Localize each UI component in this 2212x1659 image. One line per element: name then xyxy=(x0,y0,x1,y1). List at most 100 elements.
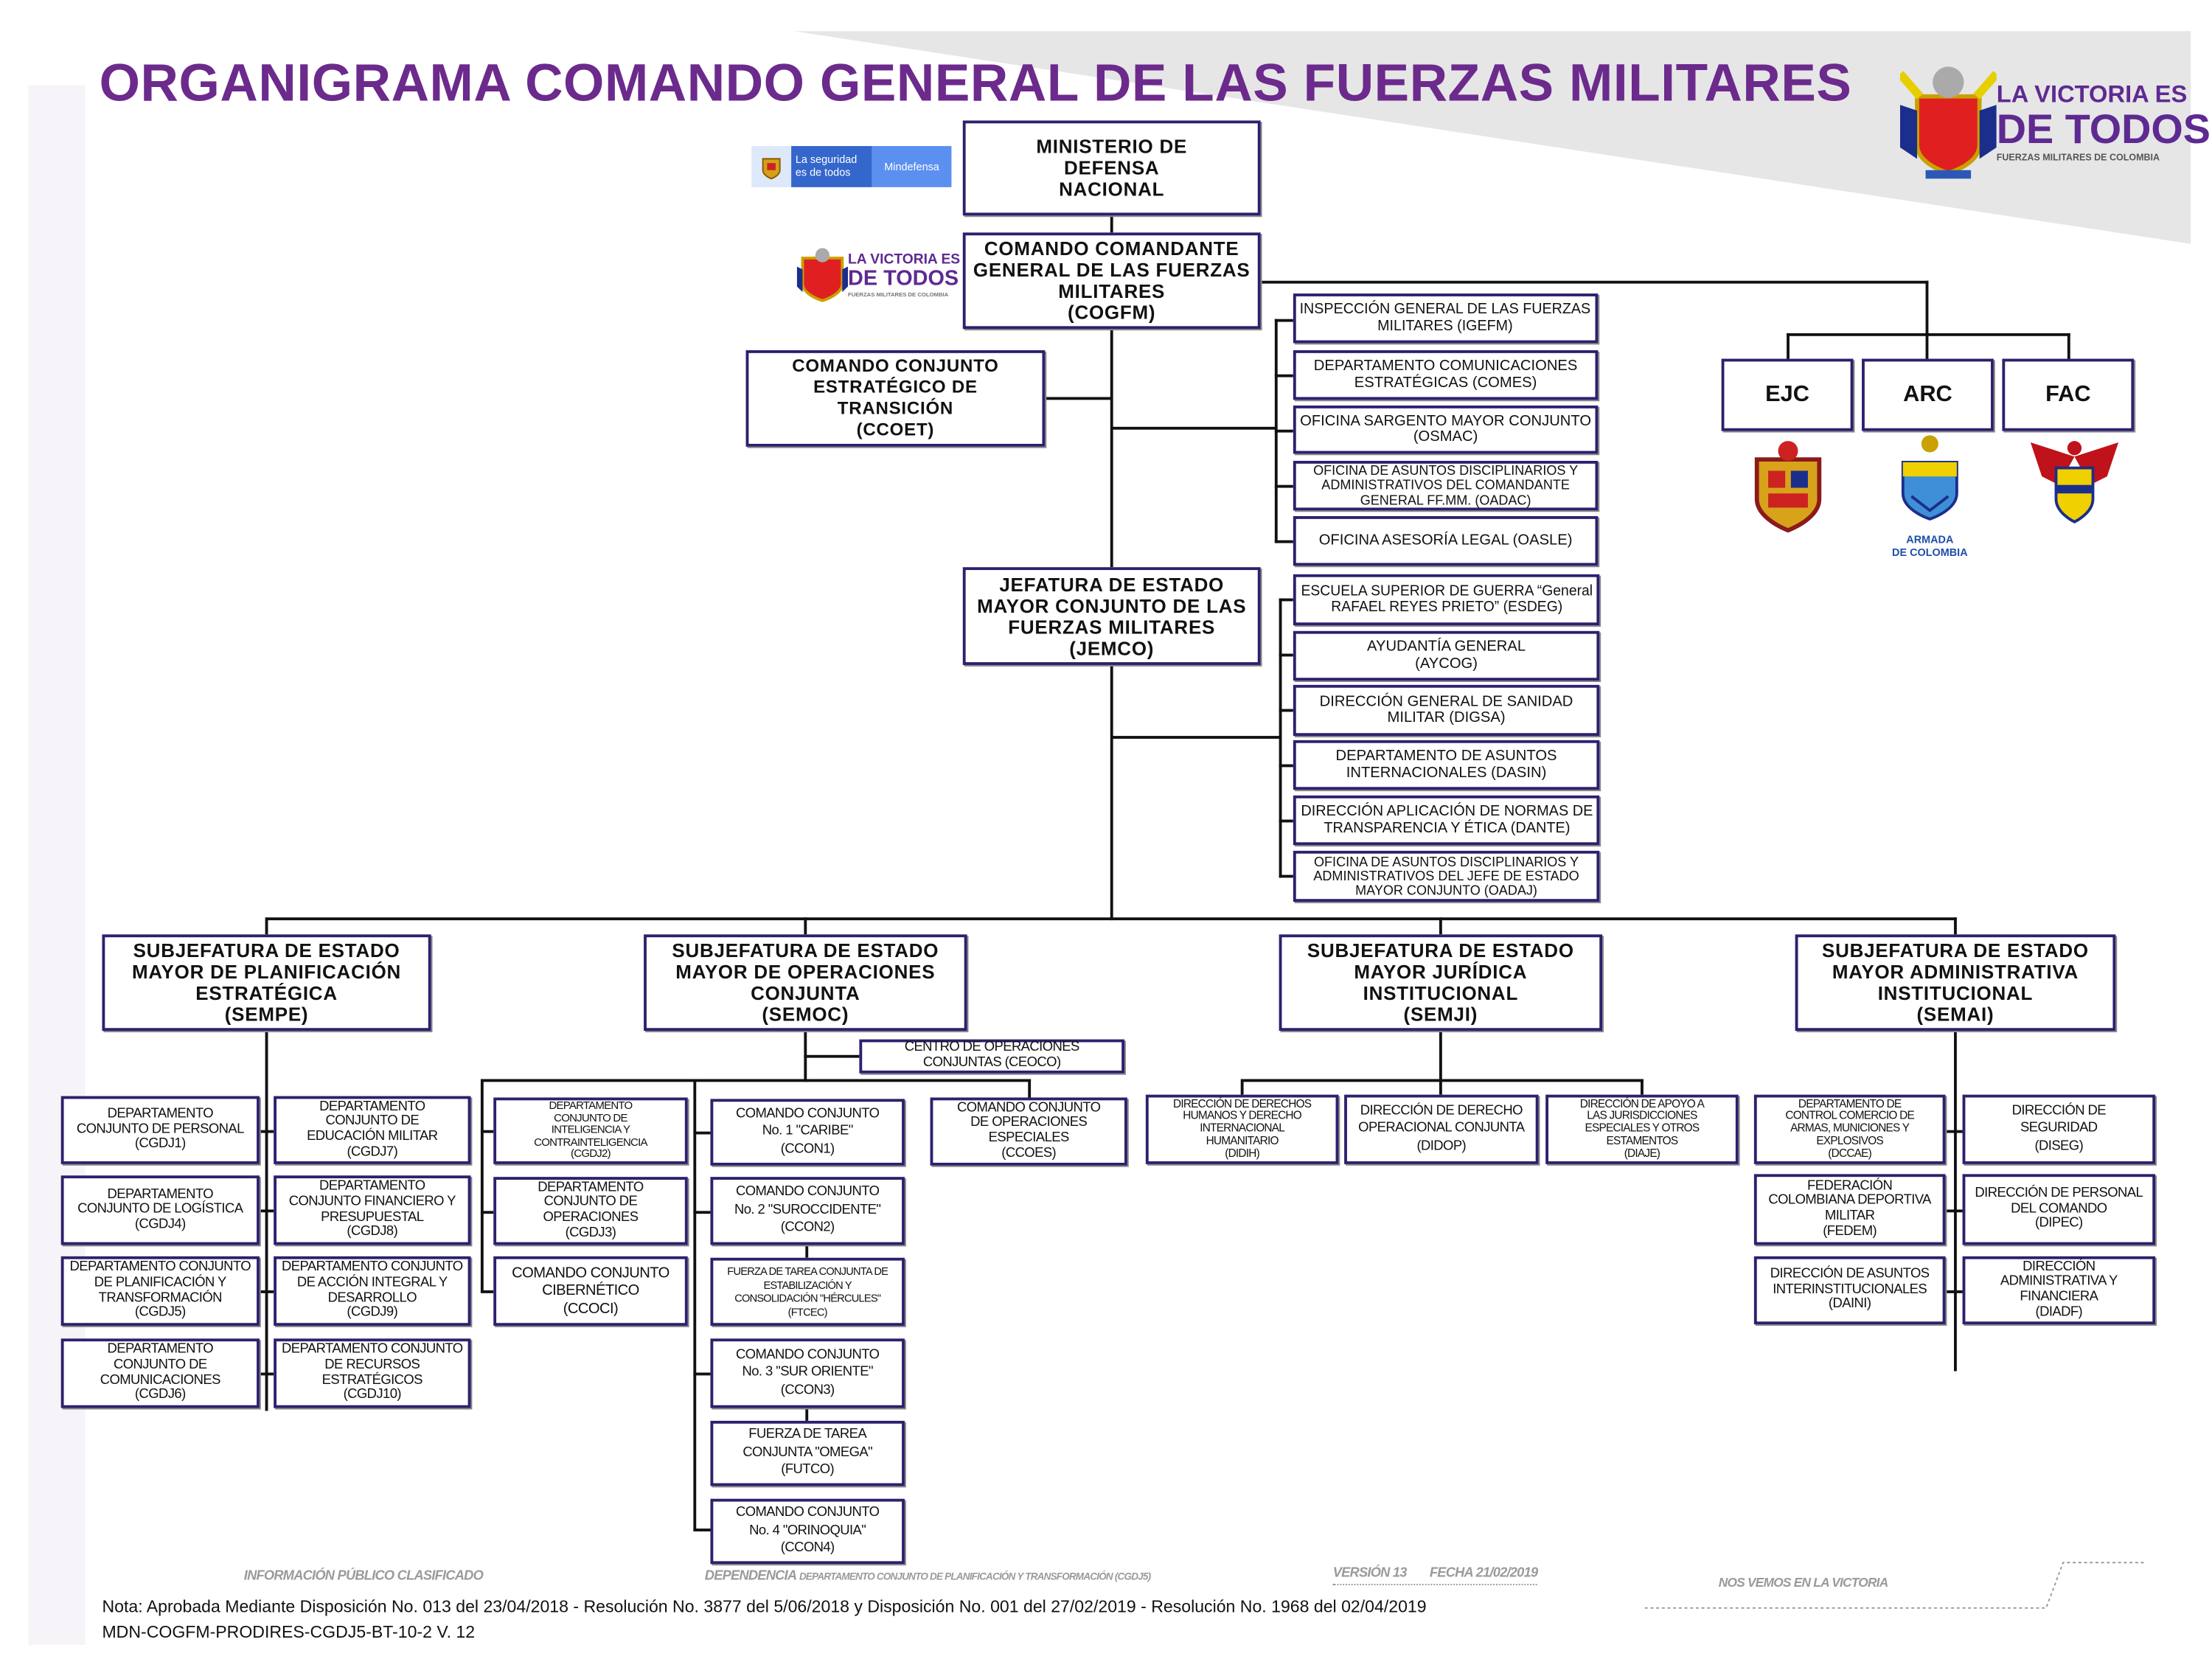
box-didih: DIRECCIÓN DE DERECHOS HUMANOS Y DERECHO … xyxy=(1145,1094,1339,1164)
box-cgdj1: DEPARTAMENTO CONJUNTO DE PERSONAL (CGDJ1… xyxy=(60,1096,260,1164)
box-label: DEPARTAMENTO CONJUNTO DE OPERACIONES (CG… xyxy=(538,1179,644,1240)
military-shield-icon xyxy=(1899,66,1997,179)
box-ccon2: COMANDO CONJUNTO No. 2 "SUROCCIDENTE" (C… xyxy=(710,1177,905,1245)
box-cgdj3: DEPARTAMENTO CONJUNTO DE OPERACIONES (CG… xyxy=(493,1177,688,1245)
box-cgdj9: DEPARTAMENTO CONJUNTO DE ACCIÓN INTEGRAL… xyxy=(274,1256,471,1326)
footer-version: VERSIÓN 13 xyxy=(1332,1565,1408,1582)
box-label: DEPARTAMENTO CONJUNTO FINANCIERO Y PRESU… xyxy=(288,1178,456,1239)
box-futco: FUERZA DE TAREA CONJUNTA "OMEGA" (FUTCO) xyxy=(710,1420,905,1486)
box-label: FEDERACIÓN COLOMBIANA DEPORTIVA MILITAR … xyxy=(1768,1178,1931,1239)
box-dccae: DEPARTAMENTO DE CONTROL COMERCIO DE ARMA… xyxy=(1753,1094,1946,1164)
box-label: COMANDO CONJUNTO ESTRATÉGICO DE TRANSICI… xyxy=(792,355,999,440)
box-label: SUBJEFATURA DE ESTADO MAYOR ADMINISTRATI… xyxy=(1822,940,2089,1026)
box-label: COMANDO CONJUNTO No. 3 "SUR ORIENTE" (CC… xyxy=(735,1346,880,1398)
logo-text: DE TODOS xyxy=(1996,107,2211,153)
box-label: COMANDO CONJUNTO DE OPERACIONES ESPECIAL… xyxy=(957,1099,1101,1161)
box-label: DEPARTAMENTO CONJUNTO DE COMUNICACIONES … xyxy=(100,1341,221,1403)
box-label: DEPARTAMENTO COMUNICACIONES ESTRATÉGICAS… xyxy=(1313,357,1578,391)
box-cgdj5: DEPARTAMENTO CONJUNTO DE PLANIFICACIÓN Y… xyxy=(60,1256,260,1326)
box-oasle: OFICINA ASESORÍA LEGAL (OASLE) xyxy=(1293,516,1599,566)
box-label: DIRECCIÓN DE DERECHO OPERACIONAL CONJUNT… xyxy=(1358,1102,1525,1154)
box-label: DEPARTAMENTO CONJUNTO DE PERSONAL (CGDJ1… xyxy=(76,1106,245,1152)
footer-version-date: VERSIÓN 13 FECHA 21/02/2019 xyxy=(1332,1565,1538,1586)
box-label: OFICINA ASESORÍA LEGAL (OASLE) xyxy=(1318,531,1573,549)
mindefensa-logo: La seguridad es de todos Mindefensa xyxy=(751,146,952,187)
box-label: MINISTERIO DE DEFENSA NACIONAL xyxy=(1036,136,1188,201)
box-oadac: OFICINA DE ASUNTOS DISCIPLINARIOS Y ADMI… xyxy=(1293,461,1599,511)
box-label: EJC xyxy=(1765,382,1809,406)
box-label: AYUDANTÍA GENERAL (AYCOG) xyxy=(1367,638,1526,672)
box-label: SUBJEFATURA DE ESTADO MAYOR DE OPERACION… xyxy=(672,940,939,1026)
box-ccon3: COMANDO CONJUNTO No. 3 "SUR ORIENTE" (CC… xyxy=(710,1338,905,1408)
box-diaje: DIRECCIÓN DE APOYO A LAS JURISDICCIONES … xyxy=(1545,1094,1739,1164)
footer-dependencia-label: DEPENDENCIA xyxy=(704,1568,797,1585)
box-semji: SUBJEFATURA DE ESTADO MAYOR JURÍDICA INS… xyxy=(1279,934,1603,1032)
box-daini: DIRECCIÓN DE ASUNTOS INTERINSTITUCIONALE… xyxy=(1753,1256,1946,1325)
box-diadf: DIRECCIÓN ADMINISTRATIVA Y FINANCIERA (D… xyxy=(1962,1256,2156,1325)
coat-of-arms-icon xyxy=(751,146,792,187)
military-shield-icon xyxy=(796,248,849,302)
box-label: SUBJEFATURA DE ESTADO MAYOR DE PLANIFICA… xyxy=(132,940,402,1026)
box-cogfm: COMANDO COMANDANTE GENERAL DE LAS FUERZA… xyxy=(962,232,1261,330)
box-label: DIRECCIÓN APLICACIÓN DE NORMAS DE TRANSP… xyxy=(1300,802,1593,836)
box-aycog: AYUDANTÍA GENERAL (AYCOG) xyxy=(1293,630,1600,681)
box-sempe: SUBJEFATURA DE ESTADO MAYOR DE PLANIFICA… xyxy=(102,934,431,1032)
box-digsa: DIRECCIÓN GENERAL DE SANIDAD MILITAR (DI… xyxy=(1293,684,1600,737)
box-fedem: FEDERACIÓN COLOMBIANA DEPORTIVA MILITAR … xyxy=(1753,1174,1946,1245)
box-label: DIRECCIÓN DE PERSONAL DEL COMANDO (DIPEC… xyxy=(1975,1185,2143,1231)
box-ccon4: COMANDO CONJUNTO No. 4 "ORINOQUIA" (CCON… xyxy=(710,1498,905,1565)
box-label: DIRECCIÓN GENERAL DE SANIDAD MILITAR (DI… xyxy=(1319,692,1573,726)
box-label: FAC xyxy=(2045,382,2091,406)
footer-slogan: NOS VEMOS EN LA VICTORIA xyxy=(1718,1575,1888,1590)
box-label: COMANDO COMANDANTE GENERAL DE LAS FUERZA… xyxy=(973,238,1251,324)
footer-dependencia-value: DEPARTAMENTO CONJUNTO DE PLANIFICACIÓN Y… xyxy=(799,1572,1151,1583)
logo-text: FUERZAS MILITARES DE COLOMBIA xyxy=(1996,153,2160,164)
box-cgdj8: DEPARTAMENTO CONJUNTO FINANCIERO Y PRESU… xyxy=(274,1175,471,1245)
box-osmac: OFICINA SARGENTO MAYOR CONJUNTO (OSMAC) xyxy=(1293,406,1599,454)
box-ftcec: FUERZA DE TAREA CONJUNTA DE ESTABILIZACI… xyxy=(710,1257,905,1326)
box-label: OFICINA DE ASUNTOS DISCIPLINARIOS Y ADMI… xyxy=(1313,462,1579,507)
box-label: DEPARTAMENTO CONJUNTO DE RECURSOS ESTRAT… xyxy=(282,1341,463,1403)
box-label: DIRECCIÓN DE APOYO A LAS JURISDICCIONES … xyxy=(1579,1096,1705,1160)
footer-dependencia: DEPENDENCIA DEPARTAMENTO CONJUNTO DE PLA… xyxy=(705,1568,1151,1585)
logo-text: LA VICTORIA ES xyxy=(848,251,961,268)
logo-text: LA VICTORIA ES xyxy=(1996,80,2188,108)
box-oadaj: OFICINA DE ASUNTOS DISCIPLINARIOS Y ADMI… xyxy=(1293,850,1600,902)
box-label: JEFATURA DE ESTADO MAYOR CONJUNTO DE LAS… xyxy=(977,573,1247,659)
box-label: INSPECCIÓN GENERAL DE LAS FUERZAS MILITA… xyxy=(1300,300,1591,334)
box-ccoci: COMANDO CONJUNTO CIBERNÉTICO (CCOCI) xyxy=(493,1256,688,1326)
ejercito-emblem-icon xyxy=(1754,441,1822,533)
victoria-logo-large: LA VICTORIA ES DE TODOS FUERZAS MILITARE… xyxy=(1899,63,2211,182)
box-label: SUBJEFATURA DE ESTADO MAYOR JURÍDICA INS… xyxy=(1307,940,1574,1026)
box-label: ESCUELA SUPERIOR DE GUERRA “General RAFA… xyxy=(1300,582,1593,616)
box-dasin: DEPARTAMENTO DE ASUNTOS INTERNACIONALES … xyxy=(1293,740,1600,790)
logo-tagline: La seguridad es de todos xyxy=(791,146,872,187)
fuerza-aerea-emblem-icon xyxy=(2030,441,2119,524)
box-esdeg: ESCUELA SUPERIOR DE GUERRA “General RAFA… xyxy=(1293,574,1600,626)
box-cgdj7: DEPARTAMENTO CONJUNTO DE EDUCACIÓN MILIT… xyxy=(274,1096,471,1164)
box-diseg: DIRECCIÓN DE SEGURIDAD (DISEG) xyxy=(1962,1094,2156,1164)
box-label: DEPARTAMENTO CONJUNTO DE ACCIÓN INTEGRAL… xyxy=(282,1259,463,1321)
box-label: COMANDO CONJUNTO No. 4 "ORINOQUIA" (CCON… xyxy=(735,1504,880,1557)
box-force-fac: FAC xyxy=(2002,358,2135,431)
box-igefm: INSPECCIÓN GENERAL DE LAS FUERZAS MILITA… xyxy=(1293,293,1599,344)
box-label: DEPARTAMENTO CONJUNTO DE LOGÍSTICA (CGDJ… xyxy=(77,1186,243,1232)
box-label: DEPARTAMENTO CONJUNTO DE EDUCACIÓN MILIT… xyxy=(307,1099,438,1160)
box-label: DIRECCIÓN DE SEGURIDAD (DISEG) xyxy=(2011,1102,2107,1154)
footer-note: Nota: Aprobada Mediante Disposición No. … xyxy=(102,1596,1427,1617)
box-ministerio-defensa: MINISTERIO DE DEFENSA NACIONAL xyxy=(962,120,1261,216)
logo-text: DE TODOS xyxy=(848,266,959,291)
box-dante: DIRECCIÓN APLICACIÓN DE NORMAS DE TRANSP… xyxy=(1293,795,1600,846)
logo-name: Mindefensa xyxy=(872,146,952,187)
box-ccon1: COMANDO CONJUNTO No. 1 "CARIBE" (CCON1) xyxy=(710,1099,905,1166)
box-label: OFICINA DE ASUNTOS DISCIPLINARIOS Y ADMI… xyxy=(1313,853,1579,898)
box-ccoet: COMANDO CONJUNTO ESTRATÉGICO DE TRANSICI… xyxy=(745,350,1046,447)
footer-fecha: FECHA 21/02/2019 xyxy=(1429,1565,1538,1582)
box-label: DEPARTAMENTO DE CONTROL COMERCIO DE ARMA… xyxy=(1785,1096,1914,1160)
box-label: DEPARTAMENTO DE ASUNTOS INTERNACIONALES … xyxy=(1335,747,1557,781)
box-label: ARC xyxy=(1903,382,1952,406)
logo-text: FUERZAS MILITARES DE COLOMBIA xyxy=(848,290,949,298)
box-cgdj2: DEPARTAMENTO CONJUNTO DE INTELIGENCIA Y … xyxy=(493,1097,688,1164)
box-didop: DIRECCIÓN DE DERECHO OPERACIONAL CONJUNT… xyxy=(1344,1094,1539,1164)
